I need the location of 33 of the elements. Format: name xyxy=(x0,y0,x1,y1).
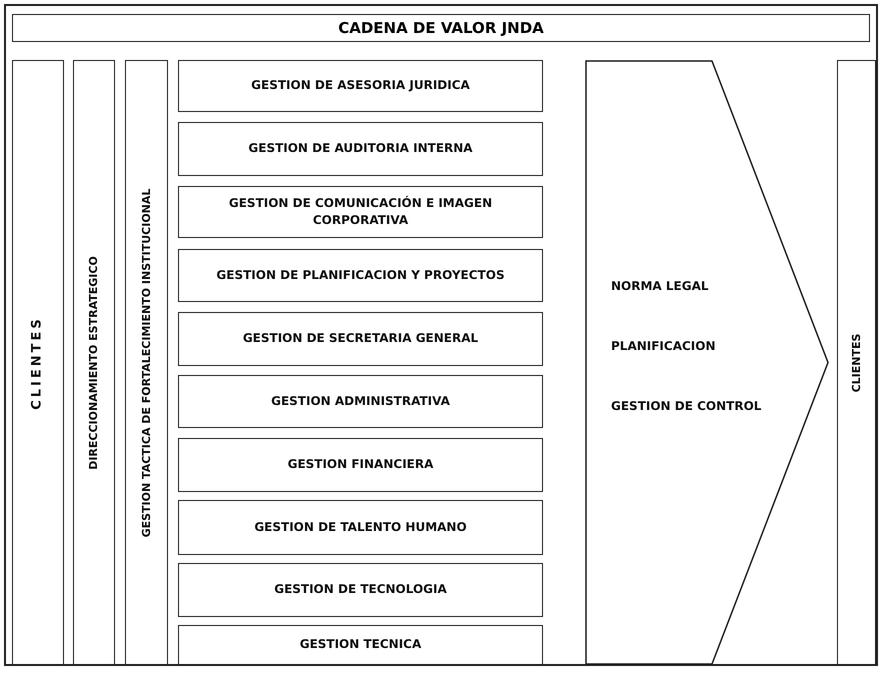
process-label: GESTION TECNICA xyxy=(300,636,422,654)
column-label: GESTION TACTICA DE FORTALECIMIENTO INSTITUCIONAL xyxy=(138,188,154,537)
value-arrow xyxy=(585,60,830,665)
arrow-label: PLANIFICACION xyxy=(611,338,716,355)
tactics-column xyxy=(125,60,168,665)
process-box xyxy=(178,438,543,492)
process-label: GESTION DE TALENTO HUMANO xyxy=(254,518,467,536)
process-box xyxy=(178,563,543,617)
process-box xyxy=(178,500,543,555)
process-box xyxy=(178,625,543,665)
arrow-label: NORMA LEGAL xyxy=(611,278,709,295)
process-box xyxy=(178,249,543,302)
arrow-label: GESTION DE CONTROL xyxy=(611,398,762,415)
process-box xyxy=(178,122,543,176)
process-label: GESTION DE COMUNICACIÓN E IMAGEN CORPORATIVA xyxy=(228,194,494,229)
process-box xyxy=(178,375,543,428)
process-label: GESTION ADMINISTRATIVA xyxy=(271,392,450,410)
column-label: CLIENTES xyxy=(28,316,46,410)
process-box xyxy=(178,312,543,366)
process-label: GESTION DE PLANIFICACION Y PROYECTOS xyxy=(216,266,505,284)
clients-column xyxy=(837,60,876,665)
diagram-title: CADENA DE VALOR JNDA xyxy=(338,19,544,37)
strategy-column xyxy=(73,60,115,665)
process-label: GESTION FINANCIERA xyxy=(288,456,434,474)
clients-column xyxy=(12,60,64,665)
process-label: GESTION DE SECRETARIA GENERAL xyxy=(242,330,478,348)
column-label: CLIENTES xyxy=(848,333,864,392)
process-box xyxy=(178,60,543,112)
column-label: DIRECCIONAMIENTO ESTRATEGICO xyxy=(86,256,102,470)
process-box xyxy=(178,186,543,238)
process-label: GESTION DE AUDITORIA INTERNA xyxy=(248,140,473,158)
process-label: GESTION DE ASESORIA JURIDICA xyxy=(251,77,470,94)
process-label: GESTION DE TECNOLOGIA xyxy=(274,581,447,598)
